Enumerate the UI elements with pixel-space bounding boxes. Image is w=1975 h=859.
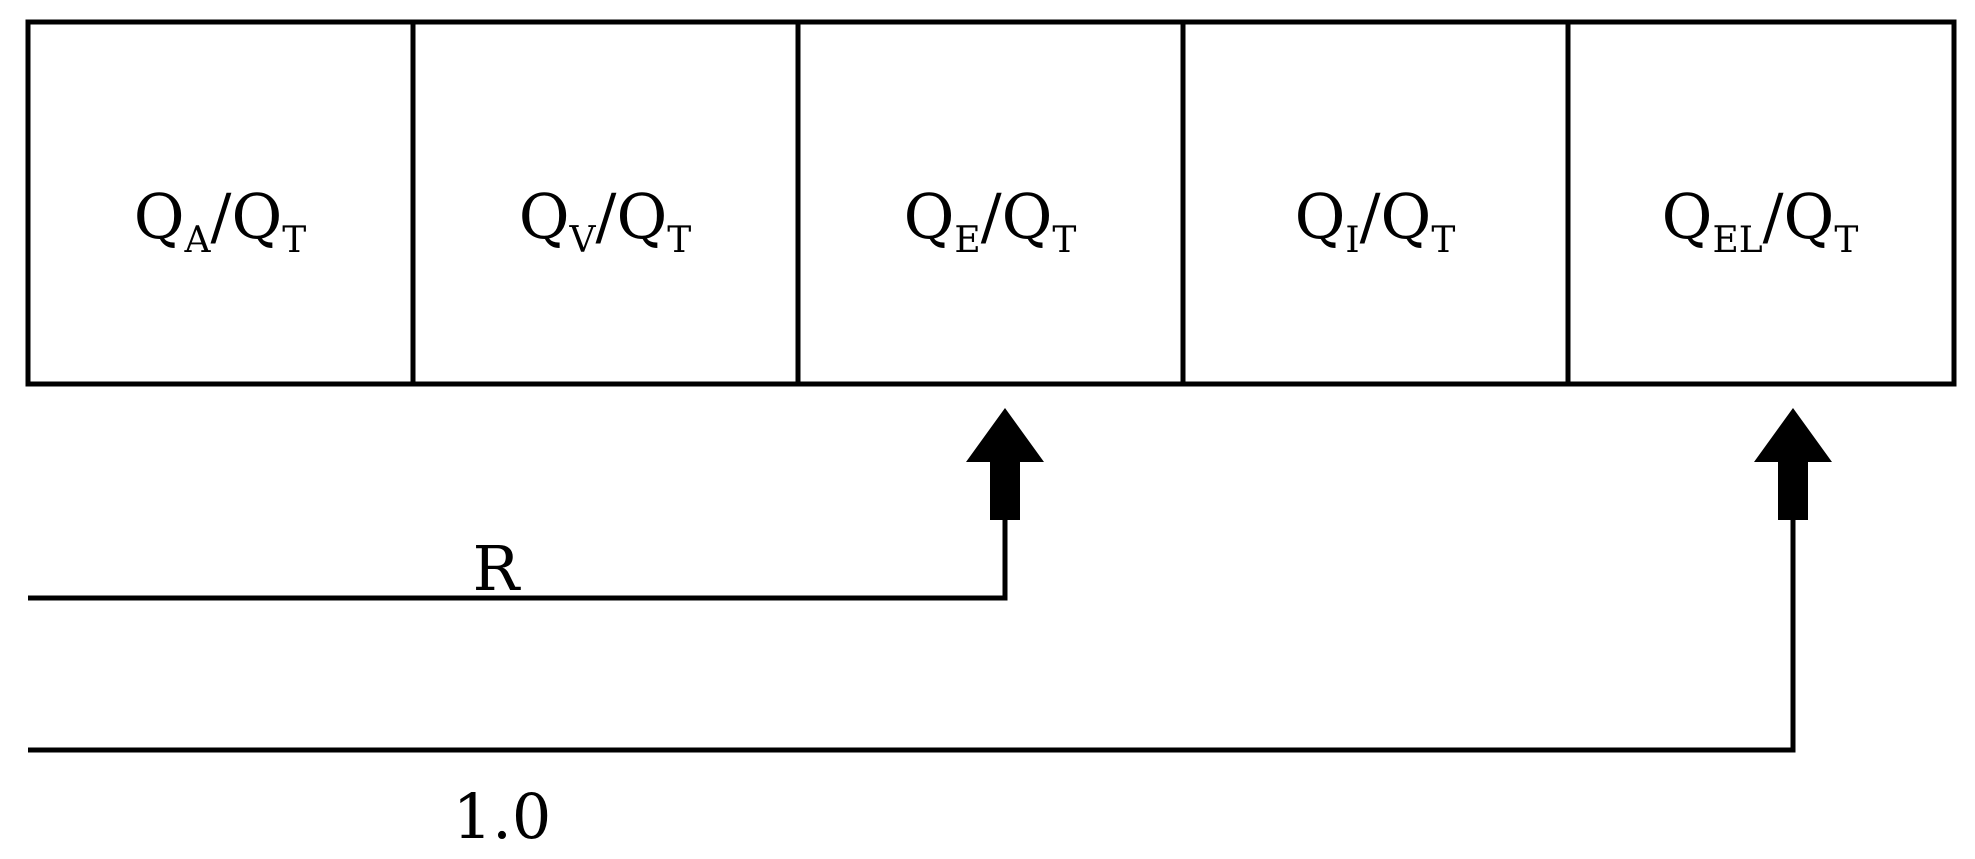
cell-1-slash: /: [596, 180, 617, 253]
cell-0-main: Q: [134, 180, 185, 253]
arrow-up-icon-right: [1754, 408, 1832, 520]
cell-2-main: Q: [904, 180, 955, 253]
cell-2-main2: Q: [1002, 180, 1053, 253]
cell-4-main2: Q: [1784, 180, 1835, 253]
connector-line-r: [28, 510, 1008, 601]
cell-2-slash: /: [981, 180, 1002, 253]
cell-1-main2: Q: [616, 180, 667, 253]
cell-3-main: Q: [1295, 180, 1346, 253]
cell-0-slash: /: [211, 180, 232, 253]
cell-2-sub: E: [954, 220, 980, 261]
cell-row-frame: [25, 19, 1957, 387]
cell-1-sub2: T: [667, 220, 691, 261]
cell-4-main: Q: [1662, 180, 1713, 253]
cell-4-sub2: T: [1834, 220, 1858, 261]
cell-4-slash: /: [1763, 180, 1784, 253]
cell-3-slash: /: [1360, 180, 1381, 253]
cell-2-sub2: T: [1052, 220, 1076, 261]
cell-0-main2: Q: [231, 180, 282, 253]
connector-line-one: [28, 510, 1796, 753]
line-label-one: 1.0: [453, 780, 552, 853]
cell-label-qel-qt: QEL/QT: [1662, 180, 1859, 261]
cell-3-main2: Q: [1381, 180, 1432, 253]
cell-1-main: Q: [519, 180, 570, 253]
cell-label-qv-qt: QV/QT: [519, 180, 692, 261]
cell-label-qe-qt: QE/QT: [904, 180, 1077, 261]
cell-3-sub2: T: [1431, 220, 1455, 261]
line-label-r: R: [473, 532, 522, 605]
cell-0-sub: A: [184, 220, 212, 261]
arrow-up-icon: [966, 408, 1044, 520]
cell-label-qa-qt: QA/QT: [134, 180, 307, 261]
cell-0-sub2: T: [282, 220, 306, 261]
cell-label-qi-qt: QI/QT: [1295, 180, 1456, 261]
cell-4-sub: EL: [1712, 220, 1762, 261]
cell-3-sub: I: [1345, 220, 1359, 261]
cell-1-sub: V: [569, 220, 597, 261]
